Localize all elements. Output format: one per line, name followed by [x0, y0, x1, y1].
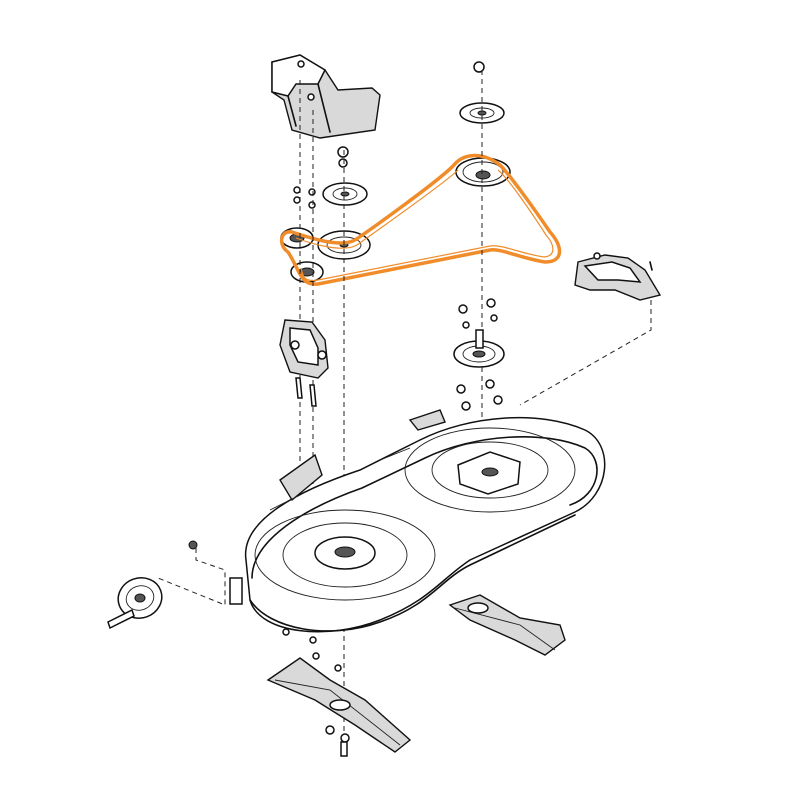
assembly-axis-lines	[157, 70, 652, 740]
idler-bracket	[279, 319, 329, 407]
belt-guard-top	[271, 54, 381, 139]
gauge-wheel	[107, 540, 198, 630]
mower-deck-housing	[229, 409, 606, 672]
spindle-pulley-top-right	[455, 61, 511, 187]
mule-drive-belt-inner	[295, 169, 554, 282]
mower-blade-right	[448, 594, 566, 656]
spindle-assembly-right	[453, 298, 505, 411]
mule-drive-belt	[279, 153, 562, 286]
belt-guard-right	[574, 252, 662, 301]
mower-blade-left	[266, 657, 412, 757]
